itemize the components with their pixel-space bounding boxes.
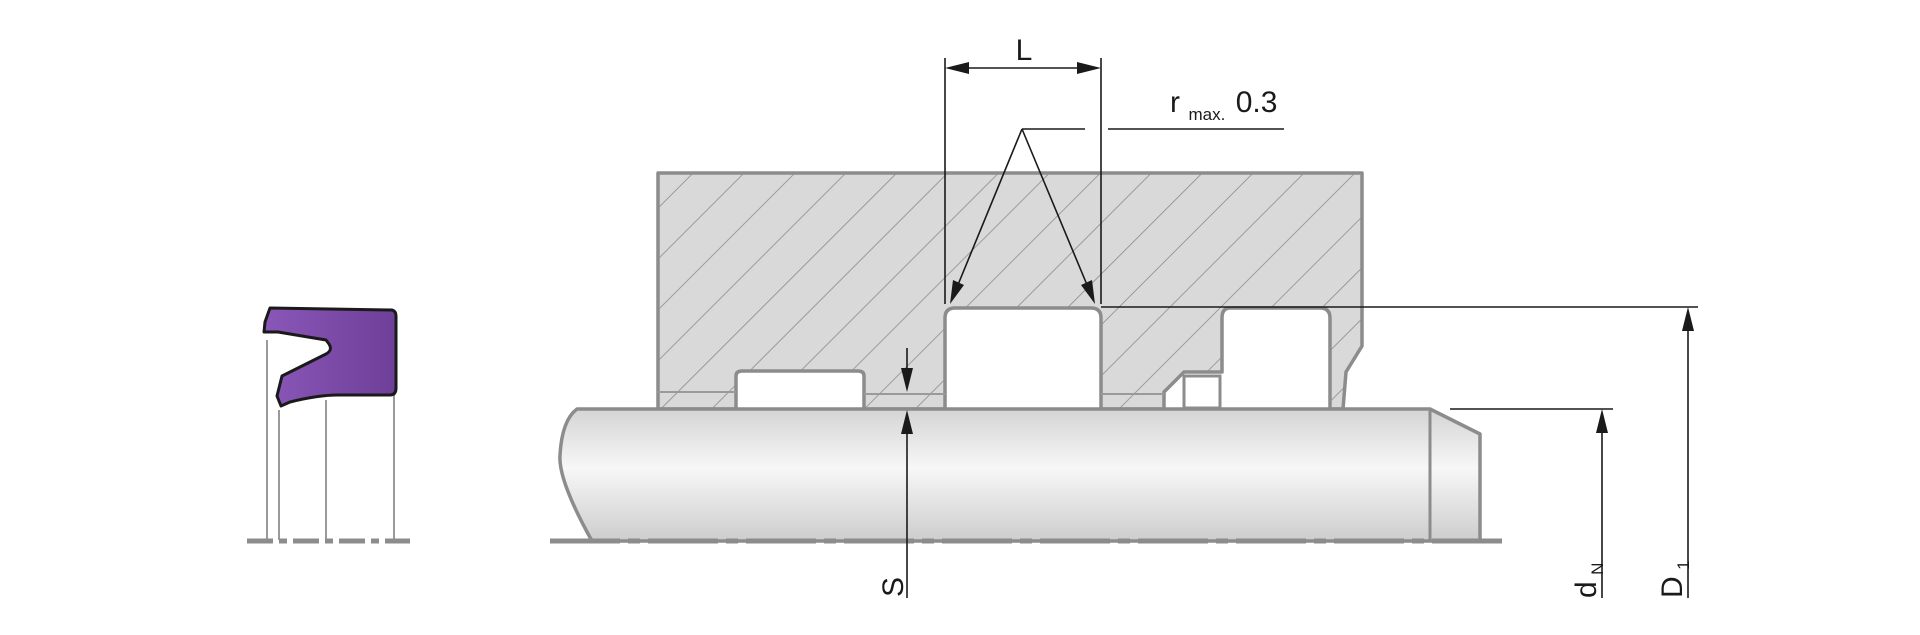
seal-profile [262,306,398,408]
radius-leader-left [954,128,1023,293]
dimension-s: S [877,348,913,598]
dim-s-label: S [877,577,910,597]
radius-arrow-right [1081,280,1095,304]
radius-label: r max. 0.3 [1170,86,1277,124]
dim-dn-arrow [1596,409,1608,433]
dim-l-arrow-right [1077,62,1101,74]
radius-arrow-left [950,280,964,304]
rod-body [558,407,1482,543]
rod [550,407,1510,544]
housing-section [656,171,1364,411]
dimension-l: L [944,34,1102,304]
dim-l-label: L [1016,34,1033,67]
dim-s-arrow-down [901,368,913,392]
dim-d1-arrow [1682,307,1694,331]
dimension-radius: r max. 0.3 [950,86,1284,304]
dimension-d1: D 1 [1101,306,1698,598]
dim-s-arrow-up [901,410,913,434]
dim-d1-label: D 1 [1656,560,1693,598]
radius-leader-right [1021,128,1091,293]
dim-dn-label: d N [1570,563,1607,598]
housing-step-block [1182,374,1222,410]
dim-l-arrow-left [945,62,969,74]
seal-cross-section [247,306,410,544]
dimension-dn: d N [1450,408,1613,598]
